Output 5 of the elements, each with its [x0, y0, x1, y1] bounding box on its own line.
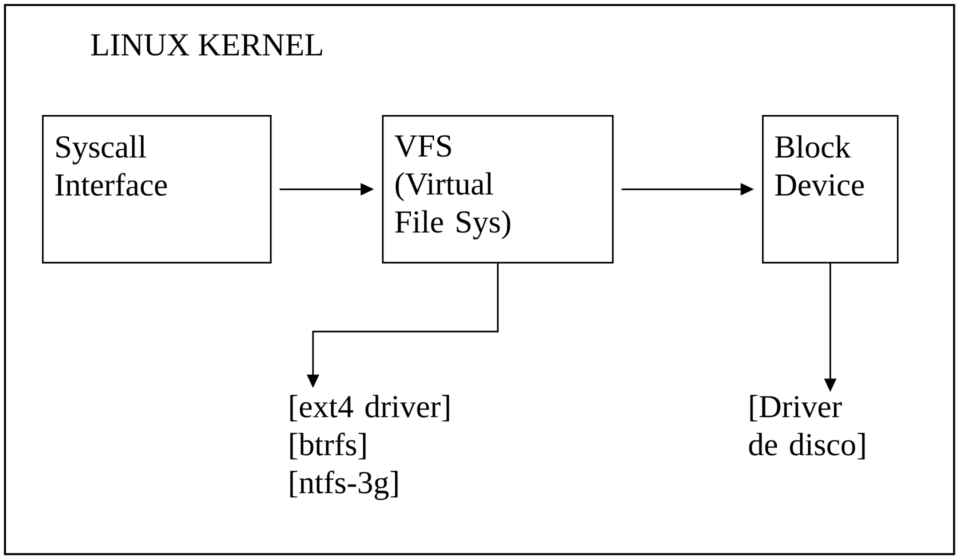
- label-text: [Driver de disco]: [749, 394, 865, 460]
- process-box: VFS (Virtual File Sys): [382, 115, 614, 264]
- process-box: Block Device: [762, 115, 899, 264]
- process-box: Syscall Interface: [42, 115, 272, 264]
- label-text: [ext4 driver] [btrfs] [ntfs-3g]: [290, 394, 450, 500]
